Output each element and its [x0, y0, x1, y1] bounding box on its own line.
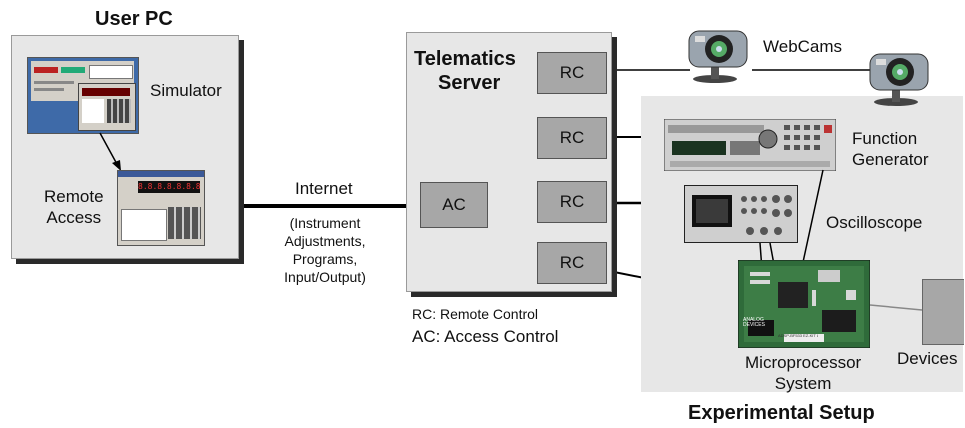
- oscilloscope-icon: [684, 185, 798, 243]
- experimental-setup-title: Experimental Setup: [688, 402, 875, 424]
- calculator-display: 8.8.8.8.8.8.8: [138, 181, 200, 193]
- simulator-screenshot: [27, 57, 139, 134]
- oscilloscope-label: Oscilloscope: [826, 213, 923, 232]
- legend-rc: RC: Remote Control: [412, 306, 539, 322]
- board-text: ANALOG DEVICES: [743, 317, 765, 328]
- microprocessor-label: Microprocessor System: [745, 353, 862, 393]
- function-generator-label: Function Generator: [852, 129, 929, 169]
- remote-control-box-3: RC: [537, 181, 607, 223]
- remote-access-label: Remote Access: [44, 187, 104, 227]
- user-pc-title: User PC: [95, 8, 173, 30]
- access-control-box: AC: [420, 182, 488, 228]
- legend-ac: AC: Access Control: [412, 327, 559, 346]
- remote-control-box-2: RC: [537, 117, 607, 159]
- webcams-label: WebCams: [763, 37, 843, 56]
- devices-box: [922, 279, 964, 345]
- function-generator-icon: [664, 119, 836, 171]
- board-chip-text: ADSP-BF533 EZ-KIT LITE: [778, 333, 818, 338]
- simulator-label: Simulator: [150, 81, 222, 100]
- webcam-icon: [866, 50, 932, 108]
- microprocessor-board-icon: [738, 260, 870, 348]
- remote-control-box-4: RC: [537, 242, 607, 284]
- webcam-icon: [685, 27, 751, 85]
- devices-label: Devices: [897, 349, 958, 368]
- remote-control-box-1: RC: [537, 52, 607, 94]
- remote-access-screenshot: 8.8.8.8.8.8.8: [117, 170, 205, 246]
- internet-note: (Instrument Adjustments, Programs, Input…: [284, 215, 366, 285]
- telematics-server-title: Telematics Server: [414, 48, 516, 94]
- internet-label: Internet: [295, 179, 353, 198]
